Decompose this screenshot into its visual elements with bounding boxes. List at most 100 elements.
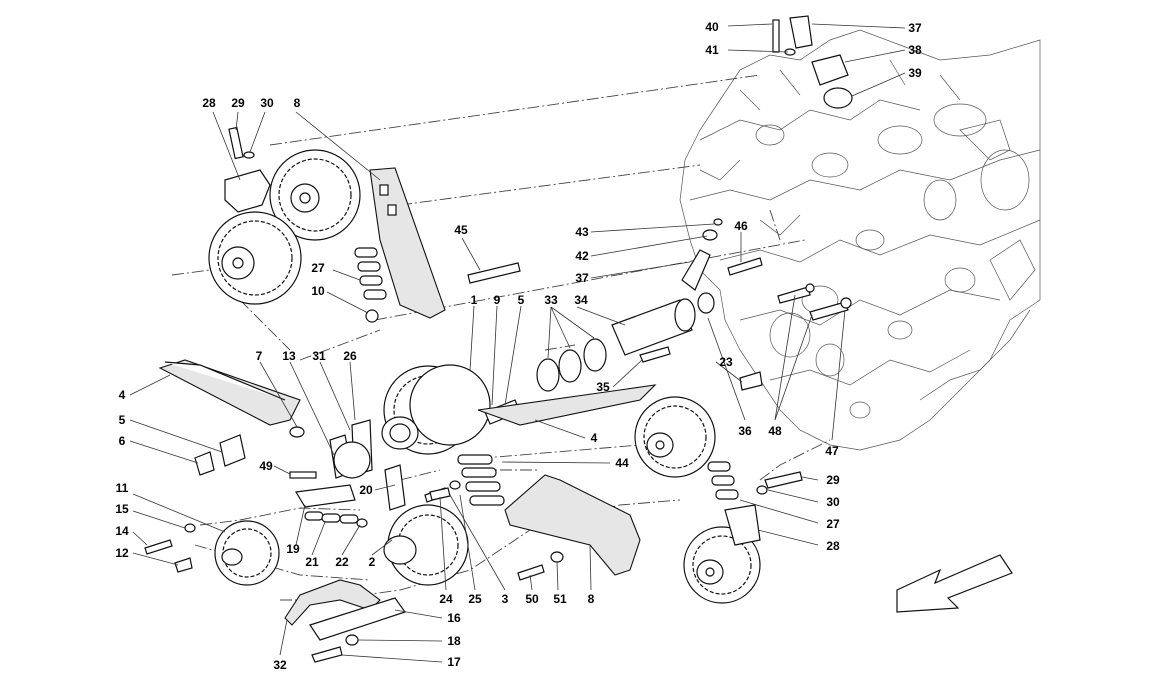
- callout-36: 36: [738, 424, 752, 438]
- direction-arrow-icon: [896, 554, 1013, 613]
- nut-10: [365, 309, 379, 323]
- callout-12: 12: [115, 546, 129, 560]
- callout-7: 7: [256, 349, 263, 363]
- callout-14: 14: [115, 524, 129, 538]
- callout-13: 13: [282, 349, 296, 363]
- callout-47: 47: [825, 444, 839, 458]
- callout-labels: 40 37 41 38 39 28 29 30 8 45 43 46 42 37…: [115, 20, 922, 672]
- callout-23: 23: [719, 355, 733, 369]
- callout-4-left: 4: [119, 388, 126, 402]
- left-guides: [158, 359, 373, 479]
- nut-12: [174, 557, 193, 573]
- callout-27-right: 27: [826, 517, 840, 531]
- gasket-39: [823, 87, 853, 109]
- upper-left-cam-assembly: [208, 126, 521, 323]
- callout-21: 21: [305, 555, 319, 569]
- callout-46: 46: [734, 219, 748, 233]
- callout-20: 20: [359, 483, 373, 497]
- callout-28-top: 28: [202, 96, 216, 110]
- callout-18: 18: [447, 634, 461, 648]
- stud-45: [467, 262, 521, 284]
- center-shaft-assembly: [536, 218, 852, 392]
- lower-right-assembly: [429, 396, 803, 604]
- callout-3: 3: [502, 592, 509, 606]
- callout-32: 32: [273, 658, 287, 672]
- callout-49: 49: [259, 459, 273, 473]
- callout-30-right: 30: [826, 495, 840, 509]
- shaft-34: [611, 299, 693, 356]
- housing-38: [811, 54, 849, 86]
- engine-block: [679, 29, 1041, 451]
- callout-40: 40: [705, 20, 719, 34]
- tensioner-plunger-37: [681, 249, 711, 291]
- callout-4-center: 4: [591, 431, 598, 445]
- callout-41: 41: [705, 43, 719, 57]
- callout-19: 19: [286, 542, 300, 556]
- chain-21: [304, 511, 359, 524]
- chain-44: [457, 454, 505, 506]
- bracket-20: [384, 464, 406, 511]
- callout-39: 39: [908, 66, 922, 80]
- chain-27-lower: [707, 461, 739, 500]
- callout-25: 25: [468, 592, 482, 606]
- o-ring-36: [697, 292, 715, 314]
- bearings-33: [536, 338, 607, 392]
- bolt-29-upper: [228, 126, 244, 160]
- callout-34: 34: [574, 293, 588, 307]
- callout-9: 9: [494, 293, 501, 307]
- top-tensioner-stack: [772, 15, 853, 109]
- bolt-14: [144, 539, 173, 555]
- callout-15: 15: [115, 502, 129, 516]
- cap-43: [713, 218, 723, 226]
- bushing-47: [840, 297, 852, 309]
- callout-1: 1: [471, 293, 478, 307]
- callout-16: 16: [447, 611, 461, 625]
- bolt-49: [289, 471, 317, 479]
- callout-45: 45: [454, 223, 468, 237]
- washer-15: [184, 523, 196, 533]
- callout-51: 51: [553, 592, 567, 606]
- callout-10: 10: [311, 284, 325, 298]
- callout-27-top: 27: [311, 261, 325, 275]
- bolt-48a: [777, 286, 811, 304]
- callout-5-left: 5: [119, 413, 126, 427]
- dowel-23: [739, 371, 763, 391]
- callout-37-mid: 37: [575, 271, 589, 285]
- callout-29-right: 29: [826, 473, 840, 487]
- idler-26: [333, 441, 371, 479]
- bolt-40: [772, 19, 780, 53]
- washer-18: [345, 634, 359, 646]
- callout-8-top: 8: [294, 96, 301, 110]
- chain-guide-8-lower: [504, 474, 641, 576]
- chain-27-upper: [354, 247, 387, 300]
- crank-sprocket-assembly: [381, 364, 657, 586]
- callout-29-top: 29: [231, 96, 245, 110]
- bolt-24: [429, 487, 451, 501]
- callout-31: 31: [312, 349, 326, 363]
- chain-guide-4-center: [477, 384, 657, 426]
- washer-30-lower: [756, 485, 768, 495]
- callout-38: 38: [908, 43, 922, 57]
- washer-22: [356, 518, 368, 528]
- callout-42: 42: [575, 249, 589, 263]
- callout-8-bottom: 8: [588, 592, 595, 606]
- bracket-28-lower: [724, 504, 761, 546]
- bolt-50: [517, 564, 545, 581]
- bolt-48b: [809, 301, 849, 321]
- washer-51: [550, 551, 564, 563]
- callout-11: 11: [116, 481, 129, 495]
- callout-17: 17: [447, 655, 461, 669]
- spring-42: [702, 229, 718, 241]
- callout-44: 44: [615, 456, 629, 470]
- tensioner-arm-19: [295, 484, 356, 508]
- lower-left-assembly: [144, 484, 406, 663]
- leader-lines: [129, 23, 906, 663]
- chain-tensioner-bracket: [224, 169, 271, 213]
- callout-6: 6: [119, 434, 126, 448]
- callout-22: 22: [335, 555, 349, 569]
- callout-35: 35: [596, 380, 610, 394]
- callout-28-right: 28: [826, 539, 840, 553]
- stud-46: [727, 257, 763, 276]
